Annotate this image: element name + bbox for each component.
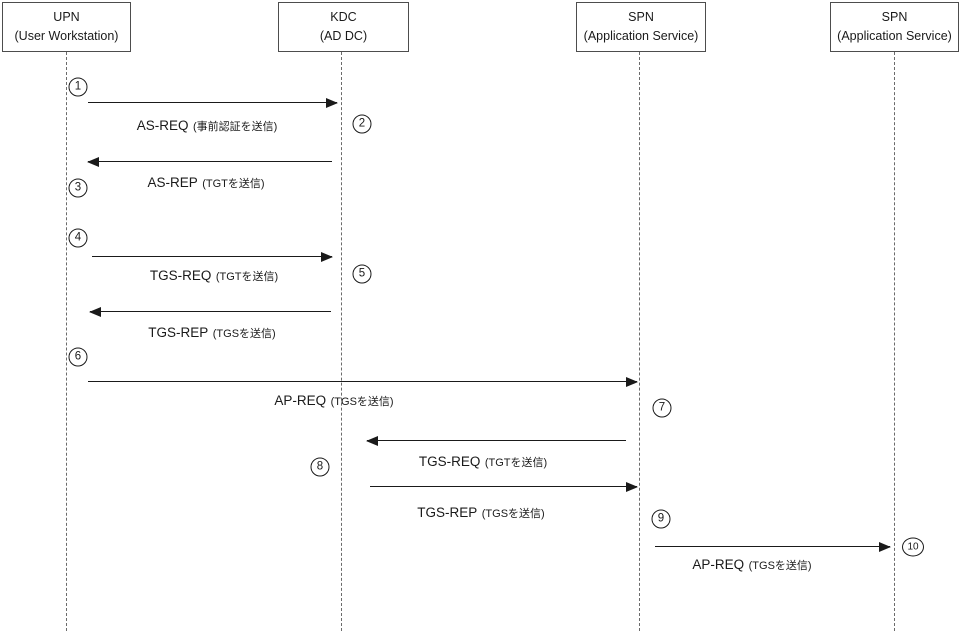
message-label-main-tgs-rep-2: TGS-REP [417,505,478,520]
message-label-note-as-req: (事前認証を送信) [192,121,278,133]
step-marker-10: 10 [902,537,924,557]
message-label-main-tgs-req-1: TGS-REQ [149,268,212,283]
message-label-tgs-req-2: TGS-REQ (TGTを送信) [419,454,547,470]
message-label-main-tgs-req-2: TGS-REQ [418,454,481,469]
message-label-ap-req-1: AP-REQ (TGSを送信) [274,393,393,409]
lifeline-spn1 [639,52,640,631]
message-label-main-as-req: AS-REQ [136,118,189,133]
actor-subtitle-upn: (User Workstation) [14,29,119,43]
lifeline-spn2 [894,52,895,631]
message-label-main-ap-req-1: AP-REQ [274,393,327,408]
actor-name-spn1: SPN [628,9,654,24]
actor-subtitle-spn1: (Application Service) [583,29,699,43]
message-label-tgs-req-1: TGS-REQ (TGTを送信) [150,268,278,284]
message-arrow-ap-req-1 [88,377,638,387]
message-arrow-tgs-req-2 [366,436,626,446]
arrowhead-right-icon [879,542,891,552]
message-label-as-req: AS-REQ (事前認証を送信) [137,118,278,134]
message-arrow-tgs-rep-2 [370,482,638,492]
actor-name-spn2: SPN [881,9,908,24]
message-arrow-tgs-req-1 [92,252,333,262]
actor-name-upn: UPN [53,9,80,24]
actor-box-upn: UPN (User Workstation) [2,2,131,52]
message-label-note-as-rep: (TGTを送信) [202,178,265,190]
arrowhead-right-icon [626,377,638,387]
message-label-note-tgs-rep-1: (TGSを送信) [212,328,276,340]
step-marker-6: 6 [68,347,88,367]
lifeline-upn [66,52,67,631]
message-label-tgs-rep-1: TGS-REP (TGSを送信) [148,325,275,341]
message-label-note-tgs-req-2: (TGTを送信) [484,457,548,469]
arrowhead-left-icon [87,157,99,167]
actor-name-kdc: KDC [330,9,357,24]
actor-box-kdc: KDC (AD DC) [278,2,409,52]
message-label-note-ap-req-1: (TGSを送信) [330,396,394,408]
step-marker-7: 7 [652,398,672,418]
step-marker-2: 2 [352,114,372,134]
message-label-main-tgs-rep-1: TGS-REP [148,325,209,340]
step-marker-1: 1 [68,77,88,97]
arrowhead-left-icon [366,436,378,446]
arrowhead-right-icon [321,252,333,262]
message-label-note-tgs-req-1: (TGTを送信) [215,271,279,283]
message-arrow-as-rep [87,157,332,167]
step-marker-9: 9 [651,509,671,529]
message-label-as-rep: AS-REP (TGTを送信) [147,175,264,191]
message-label-main-ap-req-2: AP-REQ [692,557,745,572]
step-marker-5: 5 [352,264,372,284]
message-label-ap-req-2: AP-REQ (TGSを送信) [692,557,811,573]
actor-box-spn2: SPN (Application Service) [830,2,959,52]
message-label-note-tgs-rep-2: (TGSを送信) [481,508,545,520]
step-marker-4: 4 [68,228,88,248]
arrowhead-right-icon [626,482,638,492]
message-label-note-ap-req-2: (TGSを送信) [748,560,812,572]
lifeline-kdc [341,52,342,631]
message-label-tgs-rep-2: TGS-REP (TGSを送信) [417,505,544,521]
arrowhead-right-icon [326,98,338,108]
actor-subtitle-kdc: (AD DC) [319,29,368,43]
arrowhead-left-icon [89,307,101,317]
step-marker-8: 8 [310,457,330,477]
message-arrow-ap-req-2 [655,542,891,552]
step-marker-3: 3 [68,178,88,198]
message-label-main-as-rep: AS-REP [147,175,198,190]
actor-subtitle-spn2: (Application Service) [837,29,952,43]
actor-box-spn1: SPN (Application Service) [576,2,706,52]
message-arrow-as-req [88,98,338,108]
message-arrow-tgs-rep-1 [89,307,331,317]
